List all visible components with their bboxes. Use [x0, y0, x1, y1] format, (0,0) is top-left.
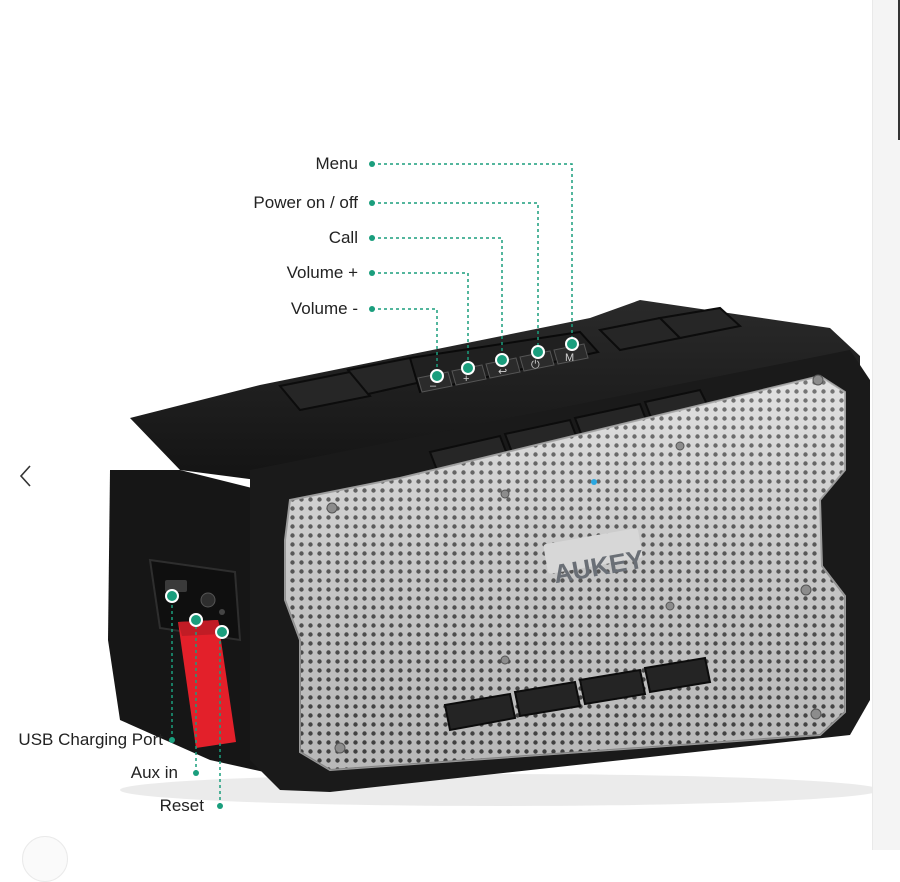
- button-markers: [165, 337, 579, 639]
- callout-call: Call: [328, 228, 358, 247]
- callout-volume-down: Volume -: [290, 299, 358, 318]
- usb-port: [165, 580, 187, 592]
- speaker-illustration: – + ↩ ⏻ M AUKEY: [108, 161, 880, 809]
- scrollbar[interactable]: [898, 0, 900, 140]
- callout-volume-up: Volume +: [286, 263, 358, 282]
- product-image-viewer: – + ↩ ⏻ M AUKEY: [12, 0, 900, 882]
- right-edge-panel: [872, 0, 900, 850]
- callout-usb: USB Charging Port: [18, 730, 163, 749]
- status-led: [591, 479, 597, 485]
- svg-text:↩: ↩: [498, 366, 507, 378]
- svg-text:⏻: ⏻: [531, 359, 540, 371]
- reset-hole: [219, 609, 225, 615]
- callout-reset: Reset: [159, 796, 204, 815]
- svg-text:–: –: [430, 380, 437, 392]
- callout-power: Power on / off: [253, 193, 358, 212]
- chevron-left-icon: [19, 465, 31, 487]
- usb-cover: [178, 620, 236, 748]
- brand-plate: [543, 528, 643, 574]
- aux-port: [200, 592, 216, 608]
- button-glyphs: – + ↩ ⏻ M: [430, 352, 574, 392]
- svg-text:M: M: [565, 352, 574, 364]
- callout-lines: [171, 163, 573, 806]
- callout-aux: Aux in: [130, 763, 178, 782]
- grille-screws: [326, 374, 824, 754]
- previous-image-button[interactable]: [12, 458, 42, 494]
- carousel-indicator[interactable]: [22, 836, 68, 882]
- bottom-ridges: [443, 656, 712, 732]
- speaker-shadow: [120, 774, 880, 806]
- speaker-top-face: [130, 300, 860, 500]
- callout-menu: Menu: [315, 154, 358, 173]
- svg-text:+: +: [463, 373, 469, 385]
- callout-dots: [169, 161, 375, 809]
